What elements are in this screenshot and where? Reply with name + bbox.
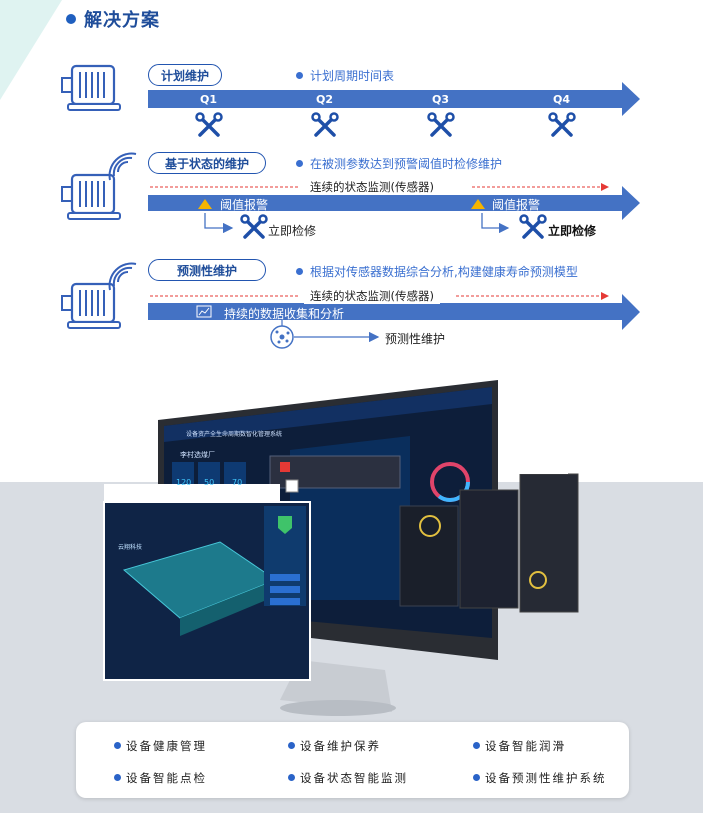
desc-text: 在被测参数达到预警阈值时检修维护 [310,157,503,171]
alarm-label: 阈值报警 [492,198,541,212]
maintenance-diagram [60,64,640,349]
feature-text: 设备智能润滑 [485,739,566,753]
floating-panel-right [519,473,579,613]
feature-item: 设备维护保养 [288,738,381,754]
condition-maintenance-desc: 在被测参数达到预警阈值时检修维护 [296,155,502,172]
brand-logo: 云翔科技 [118,544,143,551]
feature-text: 设备智能点检 [126,771,207,785]
shield-icon [278,516,292,534]
feature-item: 设备智能润滑 [473,738,566,754]
monitor-label: 连续的状态监测(传感器) [304,179,440,195]
floating-toolbar [104,484,280,502]
feature-text: 设备健康管理 [126,739,207,753]
corner-decoration [0,0,62,100]
title-text: 解决方案 [84,10,160,31]
desc-text: 计划周期时间表 [310,69,395,83]
page-title: 解决方案 [66,6,160,32]
bullet-icon [473,742,480,749]
feature-item: 设备预测性维护系统 [473,770,607,786]
quarter-label: Q2 [316,93,334,106]
quarter-label: Q3 [432,93,450,106]
warning-icon [198,199,212,209]
factory-name: 李村选煤厂 [180,451,215,459]
monitor-label: 连续的状态监测(传感器) [304,288,440,304]
quarter-label: Q4 [553,93,571,106]
motor-icon [60,282,122,330]
quarter-label: Q1 [200,93,218,106]
repair-label: 立即检修 [268,224,317,238]
wrench-icon [518,213,548,239]
timeline-arrow [148,294,640,330]
feature-text: 设备预测性维护系统 [485,771,607,785]
stat-value: 120 [176,478,192,487]
bullet-icon [114,774,121,781]
predictive-maintenance-desc: 根据对传感器数据综合分析,构建健康寿命预测模型 [296,263,578,280]
wrench-icon [426,111,456,137]
feature-item: 设备状态智能监测 [288,770,408,786]
bullet-icon [288,774,295,781]
bullet-icon [114,742,121,749]
floating-panel-right [459,489,519,609]
wrench-icon [239,213,269,239]
signal-waves-icon [108,152,137,181]
bullet-icon [288,742,295,749]
signal-waves-icon [108,262,137,291]
feature-item: 设备智能点检 [114,770,207,786]
wrench-icon [194,111,224,137]
motor-icon [60,173,122,221]
timeline-arrow [148,186,640,220]
wrench-icon [310,111,340,137]
repair-label: 立即检修 [548,224,597,238]
plan-maintenance-label: 计划维护 [148,64,222,86]
bullet-icon [473,774,480,781]
plan-maintenance-desc: 计划周期时间表 [296,67,394,84]
data-collection-label: 持续的数据收集和分析 [224,307,345,321]
feature-item: 设备健康管理 [114,738,207,754]
title-dot-icon [66,14,76,24]
stat-value: 70 [232,478,243,487]
timeline-arrow [148,82,640,116]
system-title: 设备资产全生命周期数智化管理系统 [186,431,283,438]
wrench-icon [547,111,577,137]
chart-icon [196,305,212,318]
feature-text: 设备维护保养 [300,739,381,753]
desc-text: 根据对传感器数据综合分析,构建健康寿命预测模型 [310,265,578,279]
condition-maintenance-label: 基于状态的维护 [148,152,266,174]
warning-icon [471,199,485,209]
motor-icon [60,64,122,112]
predictive-maintenance-label: 预测性维护 [148,259,266,281]
stat-value: 50 [204,478,215,487]
feature-list: 设备健康管理 设备维护保养 设备智能润滑 设备智能点检 设备状态智能监测 设备预… [76,722,629,798]
feature-text: 设备状态智能监测 [300,771,408,785]
monitor-illustration [103,380,579,716]
predictive-result-label: 预测性维护 [385,332,446,346]
alarm-label: 阈值报警 [220,198,269,212]
